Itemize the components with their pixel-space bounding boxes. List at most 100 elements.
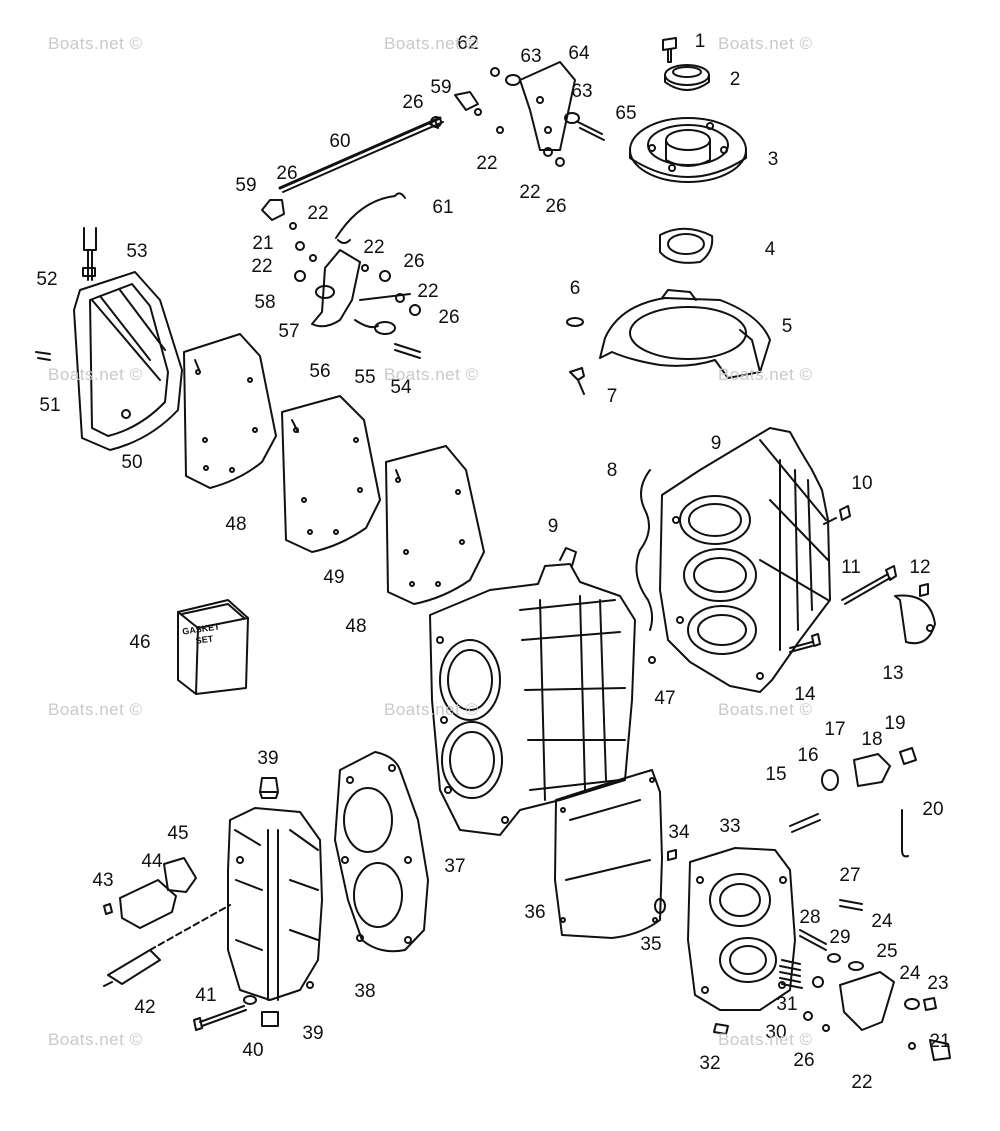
callout-62: 62 bbox=[457, 33, 478, 54]
callout-35: 35 bbox=[640, 934, 661, 955]
bolt-part bbox=[799, 929, 827, 951]
nut-part bbox=[803, 1011, 813, 1021]
bolt-part bbox=[841, 565, 897, 605]
callout-26: 26 bbox=[403, 251, 424, 272]
bypass-cover-part bbox=[687, 847, 796, 1011]
screw-part bbox=[103, 903, 113, 915]
callout-32: 32 bbox=[699, 1053, 720, 1074]
callout-48: 48 bbox=[225, 514, 246, 535]
callout-36: 36 bbox=[524, 902, 545, 923]
callout-11: 11 bbox=[841, 557, 861, 578]
callout-9: 9 bbox=[711, 433, 722, 454]
screw-part bbox=[569, 367, 585, 395]
exhaust-gasket-part bbox=[385, 445, 485, 605]
callout-34: 34 bbox=[668, 822, 690, 843]
seal-part bbox=[664, 64, 710, 91]
callout-50: 50 bbox=[121, 452, 142, 473]
watermark: Boats.net © bbox=[384, 700, 479, 719]
plug-part bbox=[259, 777, 279, 799]
callout-2: 2 bbox=[730, 69, 741, 90]
nut-part bbox=[899, 747, 917, 765]
watermark: Boats.net © bbox=[48, 700, 143, 719]
watermark: Boats.net © bbox=[384, 365, 479, 384]
callout-46: 46 bbox=[129, 632, 150, 653]
callout-26: 26 bbox=[402, 92, 423, 113]
callout-54: 54 bbox=[390, 377, 412, 398]
washer-part bbox=[908, 1042, 916, 1050]
cover-cap-part bbox=[894, 583, 936, 645]
callout-65: 65 bbox=[615, 103, 636, 124]
callout-28: 28 bbox=[799, 907, 820, 928]
plug-part bbox=[261, 1011, 279, 1027]
callout-26: 26 bbox=[276, 163, 297, 184]
callout-49: 49 bbox=[323, 567, 344, 588]
callout-63: 63 bbox=[520, 46, 541, 67]
head-gasket-part bbox=[334, 751, 429, 953]
bolt-part bbox=[789, 633, 821, 653]
callout-57: 57 bbox=[278, 321, 299, 342]
callout-60: 60 bbox=[329, 131, 350, 152]
callout-12: 12 bbox=[909, 557, 930, 578]
callout-23: 23 bbox=[927, 973, 948, 994]
watermark: Boats.net © bbox=[48, 1030, 143, 1049]
washer-part bbox=[566, 317, 584, 327]
callout-22: 22 bbox=[307, 203, 328, 224]
callout-1: 1 bbox=[695, 31, 706, 52]
lever-part bbox=[839, 971, 895, 1031]
callout-33: 33 bbox=[719, 816, 740, 837]
callout-47: 47 bbox=[654, 688, 675, 709]
callout-55: 55 bbox=[354, 367, 375, 388]
callout-8: 8 bbox=[607, 460, 618, 481]
watermark: Boats.net © bbox=[718, 1030, 813, 1049]
bracket-part bbox=[853, 753, 891, 787]
callout-7: 7 bbox=[607, 386, 618, 407]
crankcase-half-part bbox=[659, 427, 831, 693]
callout-22: 22 bbox=[417, 281, 438, 302]
callout-22: 22 bbox=[251, 256, 272, 277]
callout-13: 13 bbox=[882, 663, 903, 684]
callout-6: 6 bbox=[570, 278, 581, 299]
small-gasket-part bbox=[659, 227, 714, 264]
watermark: Boats.net © bbox=[48, 365, 143, 384]
callout-16: 16 bbox=[797, 745, 818, 766]
callout-59: 59 bbox=[235, 175, 256, 196]
watermark: Boats.net © bbox=[718, 700, 813, 719]
callout-38: 38 bbox=[354, 981, 375, 1002]
rod-part bbox=[901, 809, 909, 858]
washer-part bbox=[827, 953, 841, 963]
watermark: Boats.net © bbox=[48, 34, 143, 53]
callout-51: 51 bbox=[39, 395, 60, 416]
thermostat-cover-part bbox=[119, 879, 177, 929]
crankcase-half-part bbox=[429, 547, 636, 836]
callout-18: 18 bbox=[861, 729, 882, 750]
washer-part bbox=[243, 995, 257, 1005]
callout-48: 48 bbox=[345, 616, 366, 637]
screw-part bbox=[713, 1023, 729, 1035]
callout-9: 9 bbox=[548, 516, 559, 537]
inner-plate-gasket-part bbox=[554, 769, 663, 939]
callout-10: 10 bbox=[851, 473, 872, 494]
callout-26: 26 bbox=[438, 307, 459, 328]
callout-42: 42 bbox=[134, 997, 155, 1018]
callout-45: 45 bbox=[167, 823, 188, 844]
callout-44: 44 bbox=[141, 851, 163, 872]
exhaust-gasket-part bbox=[183, 333, 277, 489]
callout-59: 59 bbox=[430, 77, 451, 98]
callout-31: 31 bbox=[776, 994, 797, 1015]
callout-3: 3 bbox=[768, 149, 779, 170]
callout-22: 22 bbox=[519, 182, 540, 203]
callout-22: 22 bbox=[476, 153, 497, 174]
gasket-part bbox=[163, 857, 197, 893]
callout-22: 22 bbox=[851, 1072, 872, 1093]
watermark: Boats.net © bbox=[718, 34, 813, 53]
callout-29: 29 bbox=[829, 927, 850, 948]
callout-26: 26 bbox=[545, 196, 566, 217]
callout-39: 39 bbox=[302, 1023, 323, 1044]
retainer-plate-part bbox=[629, 117, 747, 183]
callout-58: 58 bbox=[254, 292, 275, 313]
callout-52: 52 bbox=[36, 269, 57, 290]
washer-part bbox=[848, 961, 864, 971]
callout-41: 41 bbox=[195, 985, 216, 1006]
exhaust-cover-part bbox=[35, 227, 183, 451]
